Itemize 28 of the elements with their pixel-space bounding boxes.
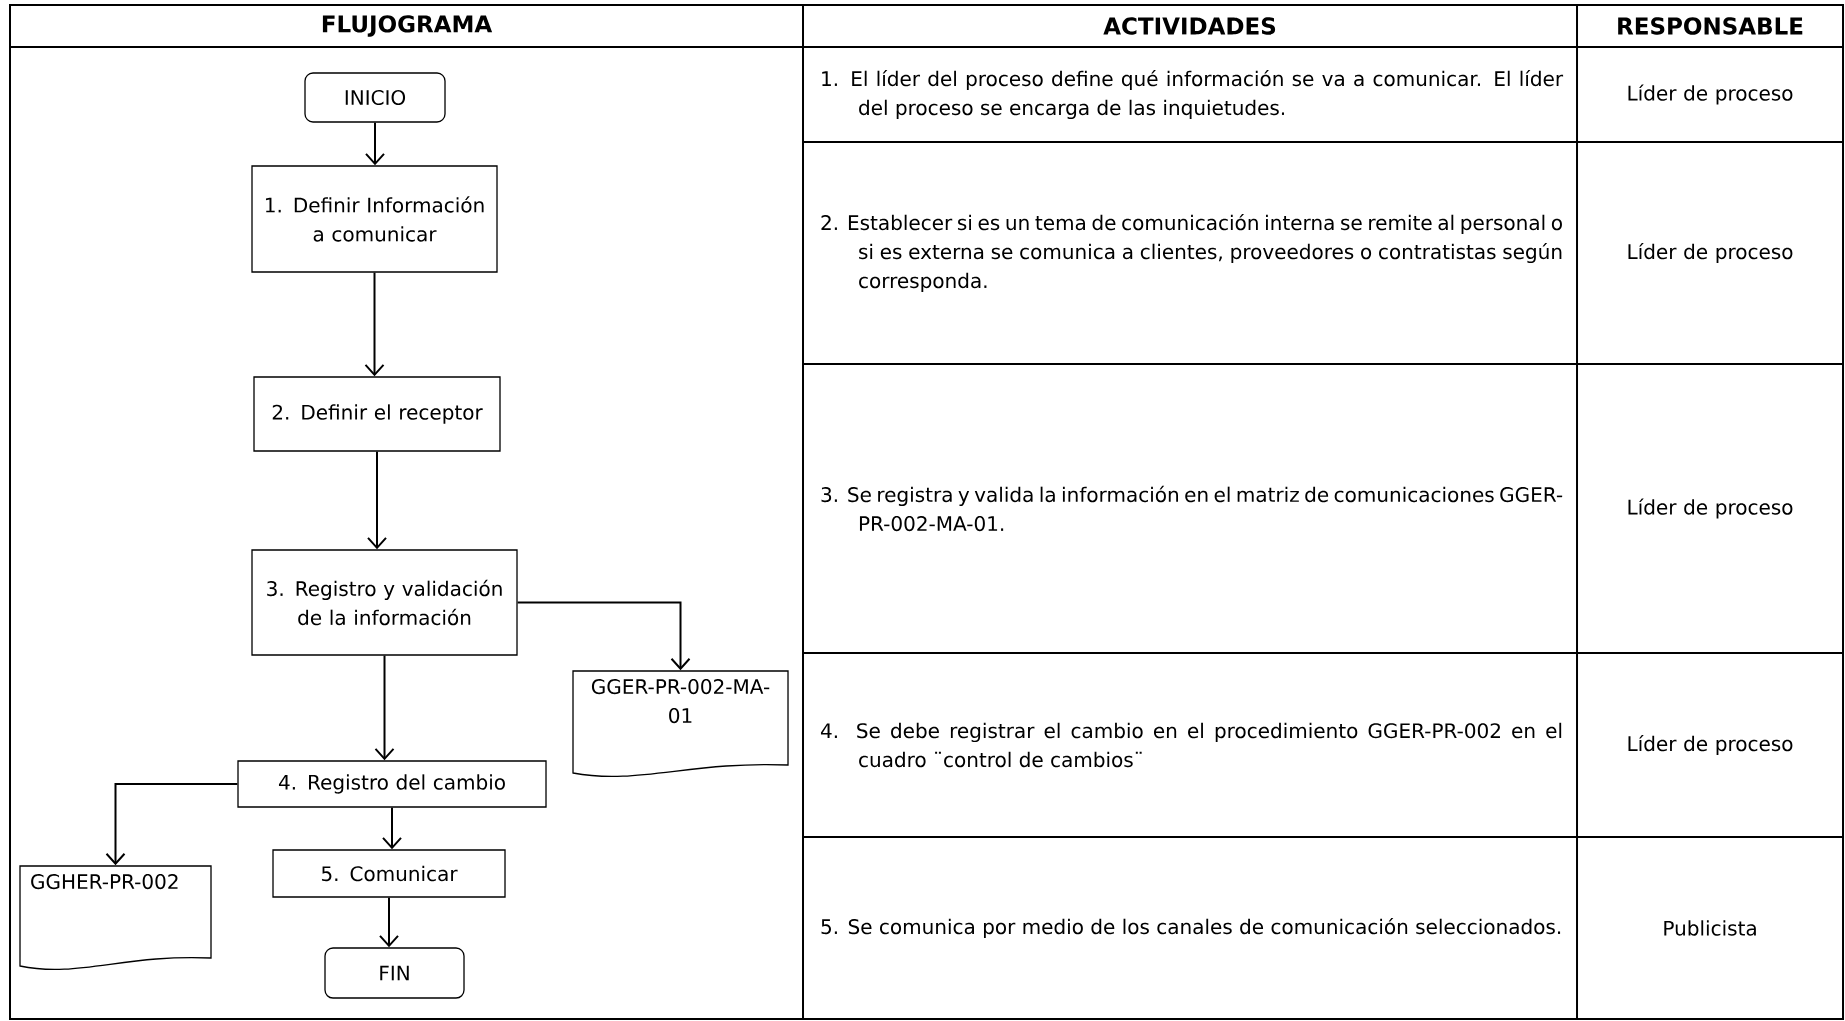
responsible-text: Líder de proceso [1628, 84, 1793, 105]
process-box: 4. Registro del cambio [237, 760, 547, 808]
responsible-text: Líder de proceso [1628, 734, 1793, 756]
responsible-text: Líder de proceso [1628, 498, 1793, 519]
column-header: RESPONSABLE [1618, 17, 1803, 35]
column-header: FLUJOGRAMA [322, 15, 493, 37]
arrow [367, 450, 387, 550]
arrow [516, 601, 691, 671]
column-header: ACTIVIDADES [1103, 17, 1276, 35]
activity-text: 5. Se comunica por medio de los canales de comunicación seleccionados. [821, 917, 1561, 939]
arrow [382, 806, 402, 850]
terminal-box: INICIO [304, 72, 446, 123]
activity-text: 3. Se registra y valida la información en el matriz de comunicaciones GGER-PR-002-MA-01. [821, 485, 1563, 532]
process-box: 5. Comunicar [272, 849, 506, 898]
arrow [364, 271, 385, 377]
process-box: 1. Definir Información a comunicar [251, 165, 498, 273]
activity-text: 2. Establecer si es un tema de comunicación interna se remite al personal o si es externa se comunica a clientes, proveedores o contratistas según corresponda. [821, 213, 1562, 293]
activity-text: 1. El líder del proceso define qué información se va a comunicar. El líder del proceso se encarga de las inquietudes. [822, 69, 1564, 120]
responsible-text: Líder de proceso [1628, 242, 1793, 264]
arrow [374, 654, 395, 761]
responsible-text: Publicista [1664, 920, 1756, 936]
arrow [365, 121, 385, 166]
arrow [105, 783, 239, 866]
process-box: 3. Registro y validación de la información [251, 549, 518, 656]
arrow [379, 896, 399, 948]
process-box: 2. Definir el receptor [253, 376, 501, 452]
activity-text: 4. Se debe registrar el cambio en el procedimiento GGER-PR-002 en el cuadro ¨control de cambios¨ [821, 722, 1562, 768]
terminal-box: FIN [324, 947, 465, 999]
